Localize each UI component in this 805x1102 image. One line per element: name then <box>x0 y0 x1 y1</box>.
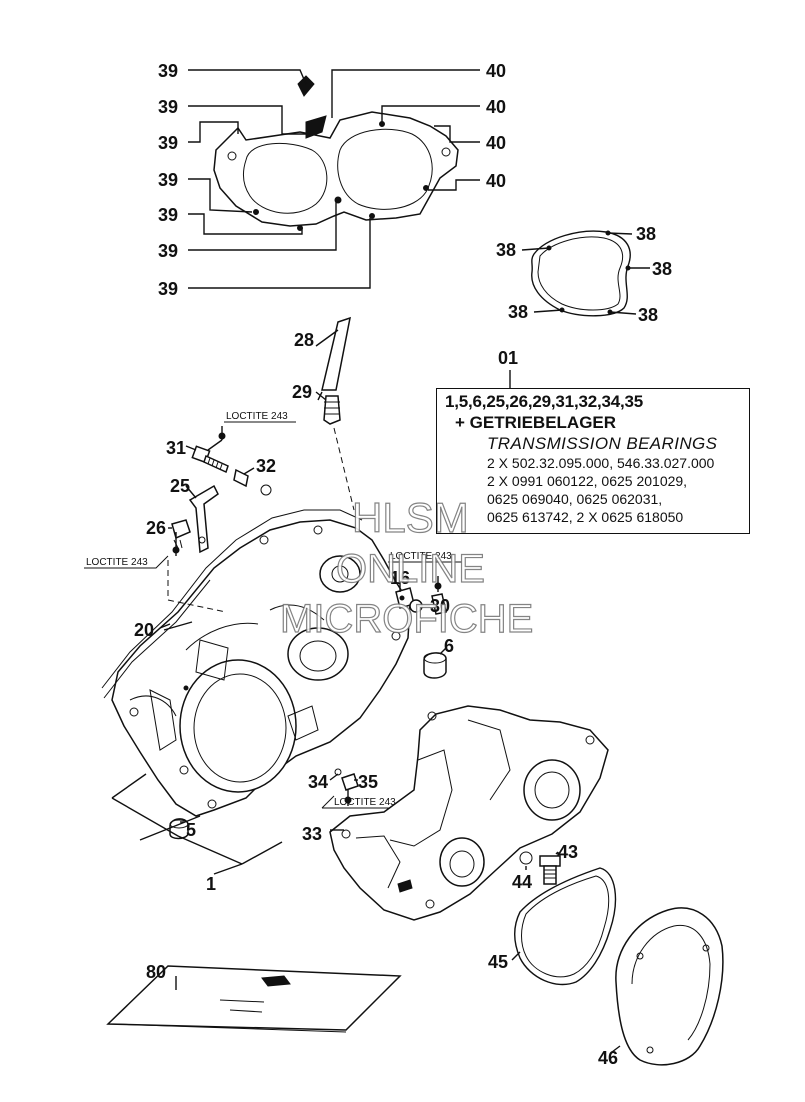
clutch-gasket <box>514 867 617 986</box>
small-parts <box>169 576 447 840</box>
callout-39: 39 <box>158 133 178 153</box>
bracket-25 <box>171 484 219 556</box>
loctite-label: LOCTITE 243 <box>390 551 452 562</box>
callout-31: 31 <box>166 438 186 458</box>
callout-38: 38 <box>638 305 658 325</box>
kit-english-label: TRANSMISSION BEARINGS <box>487 434 718 453</box>
kit-contents-box: 1,5,6,25,26,29,31,32,34,35 + GETRIEBELAG… <box>436 388 750 534</box>
callouts: 39 39 39 39 39 39 39 40 40 40 40 38 38 3… <box>134 61 672 1068</box>
callout-28: 28 <box>294 330 314 350</box>
callout-40: 40 <box>486 61 506 81</box>
callout-43: 43 <box>558 842 578 862</box>
crankcase-gasket <box>101 509 363 699</box>
callout-29: 29 <box>292 382 312 402</box>
cover-gasket <box>521 230 650 317</box>
loctite-labels: LOCTITE 243 LOCTITE 243 LOCTITE 243 LOCT… <box>84 411 462 809</box>
watermark-line3: MICROFICHE <box>280 597 533 641</box>
assembly-lines-1 <box>111 773 283 875</box>
leaders-lower <box>159 329 621 1053</box>
drain-plug <box>519 851 561 885</box>
callout-39: 39 <box>158 97 178 117</box>
crankcase-right <box>329 705 609 921</box>
loctite-label: LOCTITE 243 <box>86 557 148 568</box>
callout-38: 38 <box>652 259 672 279</box>
loctite-label: LOCTITE 243 <box>334 797 396 808</box>
callout-39: 39 <box>158 205 178 225</box>
callout-40: 40 <box>486 171 506 191</box>
callout-80: 80 <box>146 962 166 982</box>
callout-38: 38 <box>636 224 656 244</box>
callout-6: 6 <box>444 636 454 656</box>
callout-33: 33 <box>302 824 322 844</box>
callout-30: 30 <box>430 596 450 616</box>
callout-44: 44 <box>512 872 532 892</box>
watermark: HLSM ONLINE MICROFICHE <box>279 493 534 641</box>
kit-part-line: 2 X 502.32.095.000, 546.33.027.000 <box>487 455 715 471</box>
callout-5: 5 <box>186 820 196 840</box>
loctite-label: LOCTITE 243 <box>226 411 288 422</box>
callout-39: 39 <box>158 61 178 81</box>
callout-38: 38 <box>496 240 516 260</box>
callout-35: 35 <box>358 772 378 792</box>
callout-20: 20 <box>134 620 154 640</box>
callout-34: 34 <box>308 772 328 792</box>
clutch-cover <box>615 907 724 1066</box>
callout-45: 45 <box>488 952 508 972</box>
kit-part-line: 0625 613742, 2 X 0625 618050 <box>487 509 684 525</box>
bolt-31 <box>191 426 272 496</box>
callout-40: 40 <box>486 133 506 153</box>
kit-items: 1,5,6,25,26,29,31,32,34,35 <box>445 392 644 411</box>
callout-38: 38 <box>508 302 528 322</box>
manual-booklet <box>106 965 402 1033</box>
callout-40: 40 <box>486 97 506 117</box>
callout-39: 39 <box>158 170 178 190</box>
breather-hose <box>317 316 355 511</box>
kit-plus-label: + GETRIEBELAGER <box>455 413 617 432</box>
callout-25: 25 <box>170 476 190 496</box>
kit-part-line: 2 X 0991 060122, 0625 201029, <box>487 473 688 489</box>
callout-46: 46 <box>598 1048 618 1068</box>
callout-1: 1 <box>206 874 216 894</box>
callout-32: 32 <box>256 456 276 476</box>
callout-26: 26 <box>146 518 166 538</box>
crankcase-left <box>111 519 411 817</box>
leaders-40 <box>331 69 480 191</box>
callout-39: 39 <box>158 279 178 299</box>
leaders-39 <box>188 69 371 289</box>
watermark-line2: ONLINE <box>336 547 485 591</box>
kit-part-line: 0625 069040, 0625 062031, <box>487 491 663 507</box>
callout-39: 39 <box>158 241 178 261</box>
callout-01: 01 <box>498 348 518 368</box>
callout-16: 16 <box>390 568 410 588</box>
